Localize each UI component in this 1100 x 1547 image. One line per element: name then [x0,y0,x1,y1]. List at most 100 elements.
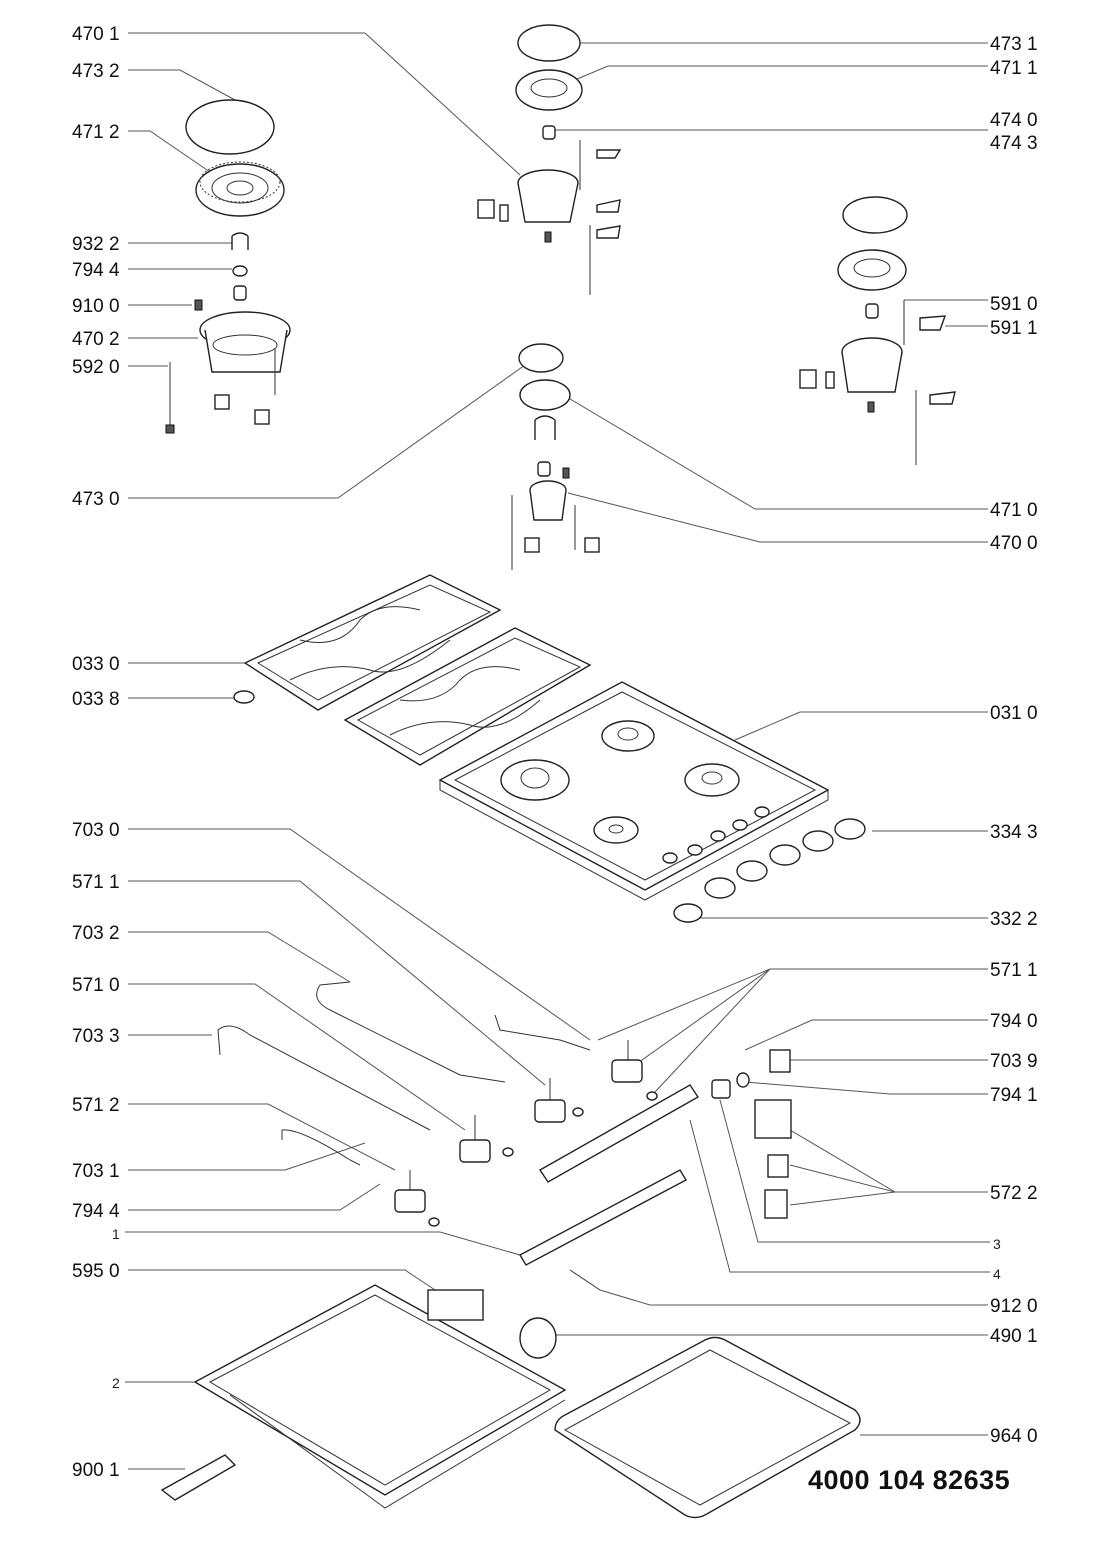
label-591-1[interactable]: 591 1 [990,318,1038,339]
label-334-3[interactable]: 334 3 [990,822,1038,843]
hob-top-031-0[interactable] [438,681,830,901]
control-knobs-334-3[interactable] [673,818,866,923]
pipe-703-3[interactable] [217,1025,431,1131]
gasket-794-1[interactable] [736,1072,750,1088]
pipe-703-2[interactable] [316,981,506,1083]
part-490-1[interactable] [519,1317,557,1359]
screw-912-0[interactable] [569,1269,601,1291]
manifold-pipe[interactable] [539,1084,699,1183]
label-900-1[interactable]: 900 1 [72,1460,120,1481]
tap-571-1-a[interactable] [611,1040,643,1083]
label-595-0[interactable]: 595 0 [72,1261,120,1282]
elbow-703-9[interactable] [769,1049,791,1073]
burner-cap-473-2[interactable] [185,99,275,155]
knob-2[interactable] [736,860,768,882]
label-033-8[interactable]: 033 8 [72,689,120,710]
base-tray-2[interactable] [160,1284,567,1509]
connector-572-2[interactable] [754,1099,792,1139]
pipe-703-1[interactable] [281,1129,361,1166]
label-571-0[interactable]: 571 0 [72,975,120,996]
rubber-foot-033-8[interactable] [233,690,255,704]
screw-910-0[interactable] [194,299,203,311]
label-470-2[interactable]: 470 2 [72,329,120,350]
burner-small-center[interactable] [511,343,600,570]
gas-pipes[interactable] [217,981,658,1227]
label-571-2[interactable]: 571 2 [72,1095,120,1116]
clip-932-2[interactable] [231,232,249,250]
leader-571-1-right-b [634,968,771,1066]
label-592-0[interactable]: 592 0 [72,357,120,378]
gas-rail-assembly[interactable] [519,1049,792,1359]
label-703-9[interactable]: 703 9 [990,1051,1038,1072]
pan-support-033-0[interactable] [233,574,592,766]
leader-703-0 [128,828,591,1041]
nut-3[interactable] [711,1079,731,1099]
label-794-4-lower[interactable]: 794 4 [72,1201,120,1222]
label-964-0[interactable]: 964 0 [990,1426,1038,1447]
label-473-2[interactable]: 473 2 [72,61,120,82]
label-3[interactable]: 3 [993,1236,1001,1252]
pipe-703-0[interactable] [494,1014,591,1051]
burner-top-center[interactable] [477,24,622,295]
label-912-0[interactable]: 912 0 [990,1296,1038,1317]
leader-lines [125,32,990,1470]
knob-5[interactable] [834,818,866,840]
label-703-2[interactable]: 703 2 [72,923,120,944]
clip-591-1[interactable] [919,315,947,331]
bracket-1[interactable] [519,1169,687,1266]
burner-right[interactable] [799,196,956,465]
knob-4[interactable] [802,830,834,852]
document-number: 4000 104 82635 [808,1465,1011,1495]
leader-470-0 [567,492,988,543]
burner-large-left[interactable] [165,99,291,434]
label-473-1[interactable]: 473 1 [990,34,1038,55]
label-471-2[interactable]: 471 2 [72,122,120,143]
burner-head-471-0[interactable] [519,379,571,411]
label-703-1[interactable]: 703 1 [72,1161,120,1182]
label-1[interactable]: 1 [112,1226,120,1242]
label-4[interactable]: 4 [993,1266,1001,1282]
label-471-0[interactable]: 471 0 [990,500,1038,521]
label-474-3[interactable]: 474 3 [990,133,1038,154]
label-794-0[interactable]: 794 0 [990,1011,1038,1032]
burner-cap-473-1[interactable] [517,24,581,62]
burner-cap-473-0[interactable] [518,343,564,373]
label-571-1-right[interactable]: 571 1 [990,960,1038,981]
burner-head-471-1[interactable] [515,69,583,111]
label-470-0[interactable]: 470 0 [990,533,1038,554]
label-471-1[interactable]: 471 1 [990,58,1038,79]
label-910-0[interactable]: 910 0 [72,296,120,317]
label-572-2[interactable]: 572 2 [990,1183,1038,1204]
label-031-0[interactable]: 031 0 [990,703,1038,724]
label-332-2[interactable]: 332 2 [990,909,1038,930]
ignition-unit-595-0[interactable] [427,1289,484,1321]
tap-571-2[interactable] [394,1170,426,1213]
seal-964-0[interactable] [554,1336,861,1519]
burner-head-right[interactable] [837,249,907,291]
burner-head-471-2[interactable] [195,163,285,217]
button-332-2[interactable] [673,903,703,923]
injector[interactable] [233,285,247,301]
tap-571-0[interactable] [459,1115,491,1163]
label-794-1[interactable]: 794 1 [990,1085,1038,1106]
label-703-3[interactable]: 703 3 [72,1026,120,1047]
knob-3[interactable] [769,844,801,866]
label-470-1[interactable]: 470 1 [72,24,120,45]
tap-571-1-b[interactable] [534,1078,566,1123]
gasket-794-4[interactable] [232,265,248,277]
injector-474-0[interactable] [542,125,556,140]
label-2[interactable]: 2 [112,1375,120,1391]
label-571-1-left[interactable]: 571 1 [72,872,120,893]
label-591-0[interactable]: 591 0 [990,294,1038,315]
label-703-0[interactable]: 703 0 [72,820,120,841]
label-932-2[interactable]: 932 2 [72,234,120,255]
label-473-0[interactable]: 473 0 [72,489,120,510]
label-474-0[interactable]: 474 0 [990,110,1038,131]
label-033-0[interactable]: 033 0 [72,654,120,675]
clip-900-1[interactable] [160,1454,237,1501]
burner-hole-rear [601,720,655,752]
label-794-4[interactable]: 794 4 [72,260,120,281]
knob-1[interactable] [704,877,736,899]
label-490-1[interactable]: 490 1 [990,1326,1038,1347]
burner-cap-right[interactable] [842,196,908,234]
